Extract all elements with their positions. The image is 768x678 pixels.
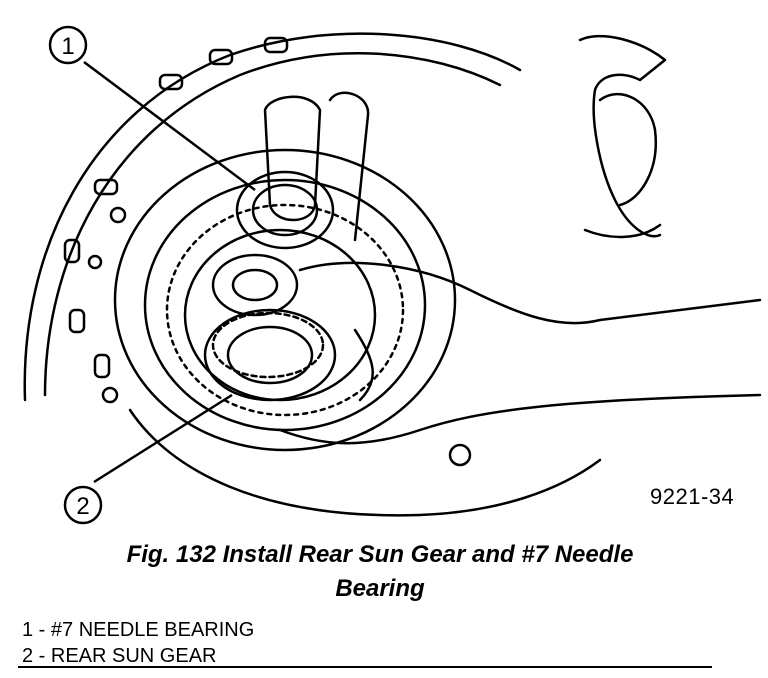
caption-line-2: Bearing xyxy=(335,575,425,602)
callout-2-leader xyxy=(93,393,233,484)
svg-text:1: 1 xyxy=(61,33,74,60)
svg-text:2: 2 xyxy=(76,493,89,520)
callout-1-leader xyxy=(83,60,256,192)
callout-1: 1 xyxy=(48,25,88,65)
figure-caption: Fig. 132 Install Rear Sun Gear and #7 Ne… xyxy=(40,538,720,606)
bottom-rule xyxy=(18,666,712,668)
callout-2: 2 xyxy=(63,485,103,525)
legend: 1 - #7 NEEDLE BEARING 2 - REAR SUN GEAR xyxy=(22,617,254,669)
transmission-illustration: 1 2 xyxy=(23,25,762,525)
legend-item-rear-sun-gear: 2 - REAR SUN GEAR xyxy=(22,645,217,667)
caption-line-1: Fig. 132 Install Rear Sun Gear and #7 Ne… xyxy=(126,541,634,568)
figure-code: 9221-34 xyxy=(650,484,735,509)
legend-item-needle-bearing: 1 - #7 NEEDLE BEARING xyxy=(22,619,255,641)
